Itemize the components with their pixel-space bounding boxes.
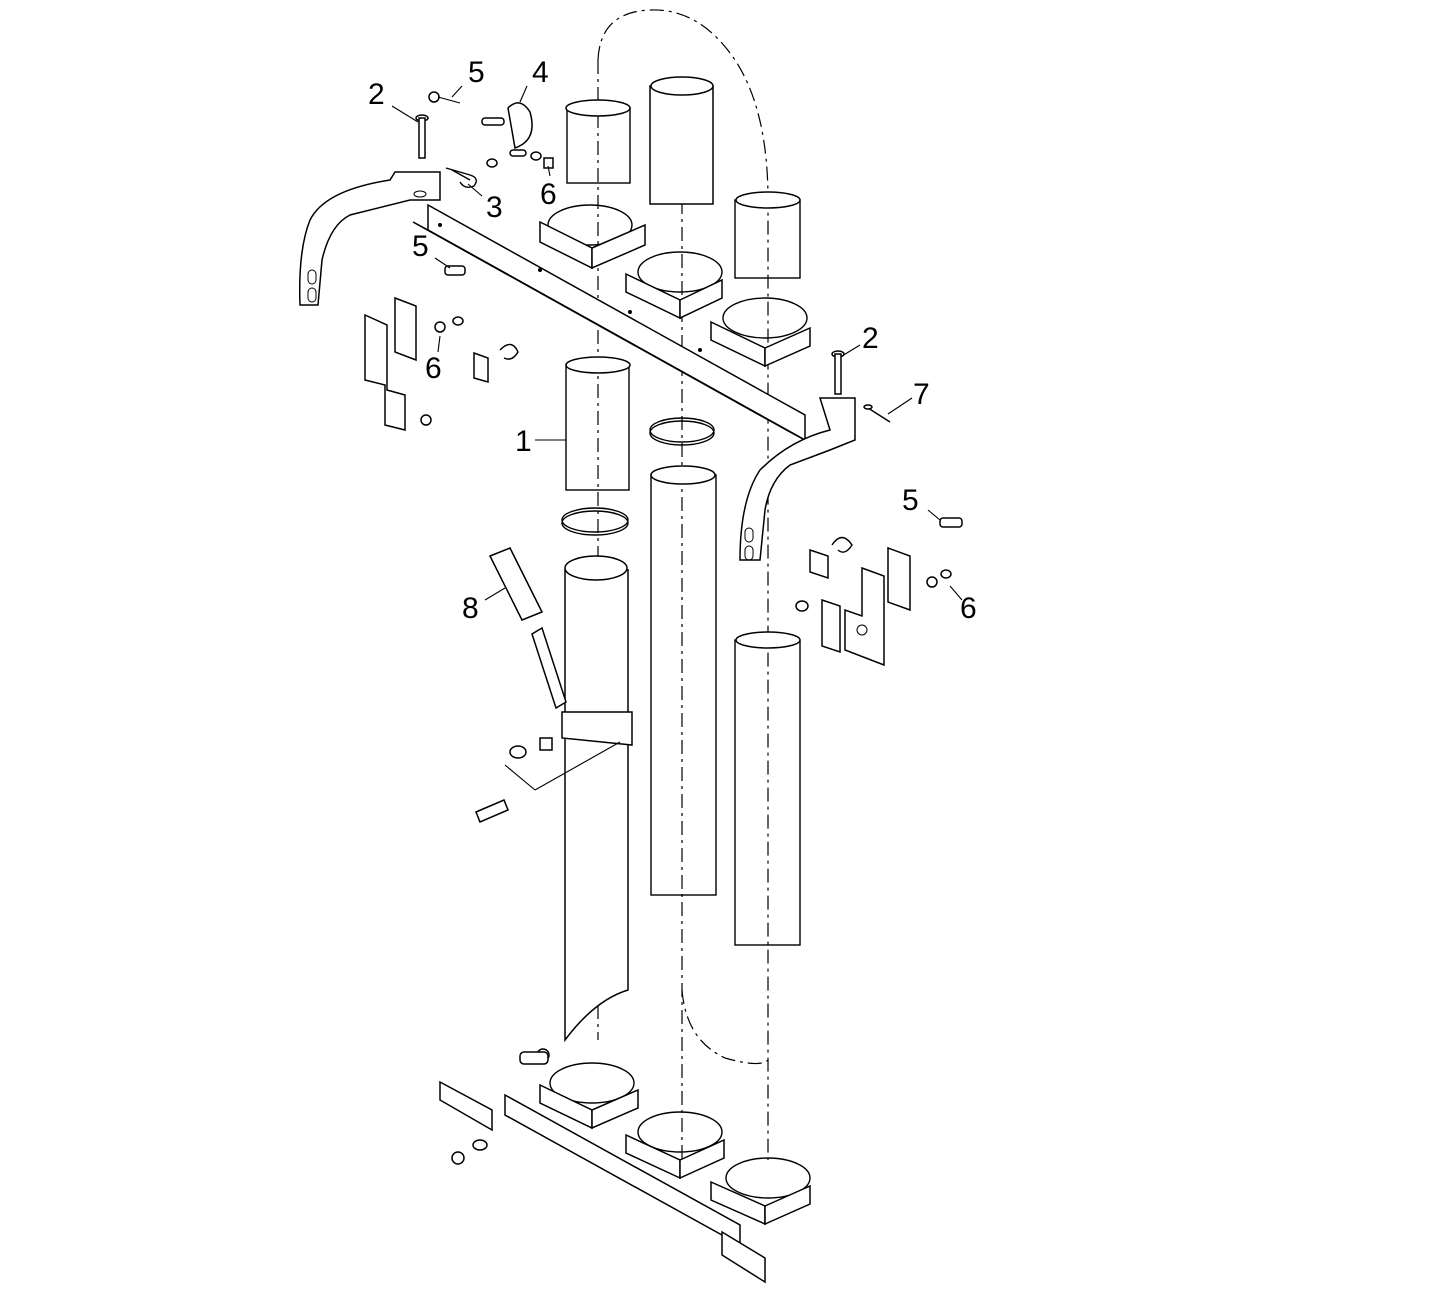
main-intake-tube xyxy=(561,555,633,1043)
hose-clamp-bottom-2 xyxy=(625,1111,725,1180)
cover-bracket-assembly xyxy=(428,91,554,169)
callout-8: 8 xyxy=(462,592,479,625)
pin-right xyxy=(831,350,845,395)
hose-clamp-top-1 xyxy=(539,204,646,270)
coiled-hose-1 xyxy=(565,356,631,491)
tube-handle xyxy=(488,547,567,710)
long-coiled-hose-center xyxy=(650,465,717,896)
coiled-hose-top-left xyxy=(565,99,631,184)
hose-clamp-bottom-3 xyxy=(710,1157,811,1226)
left-mounting-arm xyxy=(298,171,441,306)
callout-6-left: 6 xyxy=(425,352,442,385)
callout-6-top: 6 xyxy=(540,178,557,211)
callout-leaders xyxy=(391,85,963,601)
coiled-hose-top-right xyxy=(734,191,801,279)
callout-4: 4 xyxy=(532,56,549,89)
hose-clamp-top-2 xyxy=(625,251,723,320)
callout-5-top: 5 xyxy=(468,56,485,89)
right-mounting-arm xyxy=(739,397,856,561)
bottom-mounting-bar xyxy=(439,1048,766,1284)
callout-2-right: 2 xyxy=(862,322,879,355)
handle-clamp-hardware xyxy=(475,737,621,823)
ring-clamp-left xyxy=(561,507,629,536)
coiled-hose-right xyxy=(734,631,801,946)
right-side-bracket xyxy=(795,517,963,667)
callout-2-left: 2 xyxy=(368,78,385,111)
callout-5-right: 5 xyxy=(902,484,919,517)
callout-7: 7 xyxy=(913,378,930,411)
left-side-bracket xyxy=(364,265,519,431)
cotter-pin xyxy=(863,404,891,423)
spring-clip xyxy=(445,167,477,189)
hose-clamp-top-3 xyxy=(710,297,811,368)
ring-clamp-middle xyxy=(649,417,715,446)
smooth-tube-top xyxy=(649,76,714,205)
hose-clamp-bottom-1 xyxy=(539,1062,639,1130)
callout-3: 3 xyxy=(486,191,503,224)
callout-5-left: 5 xyxy=(412,230,429,263)
pin-left xyxy=(415,114,429,159)
callout-6-right: 6 xyxy=(960,592,977,625)
callout-1: 1 xyxy=(515,425,532,458)
